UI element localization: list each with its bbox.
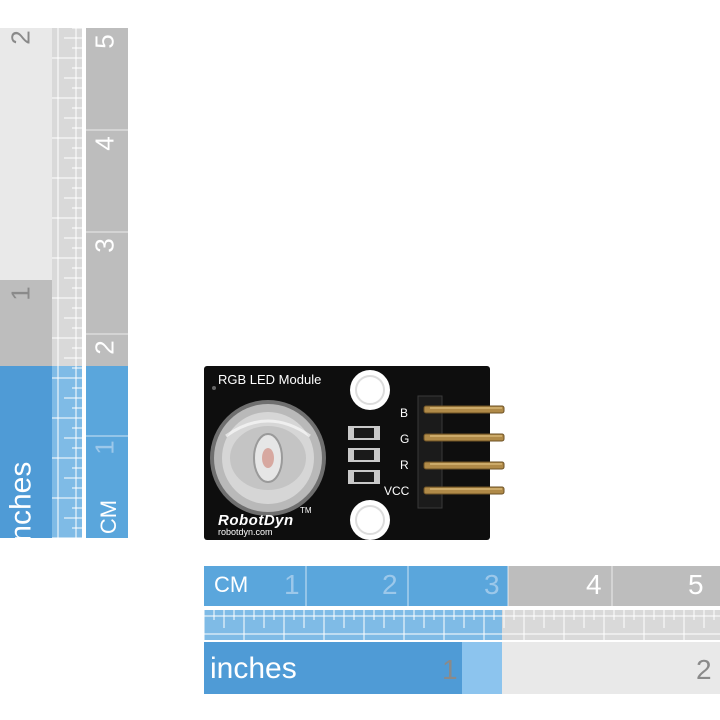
vertical-cm-dividers (86, 129, 128, 437)
horizontal-cm-number-2: 2 (382, 569, 398, 600)
vertical-tick-strip-gray (52, 28, 82, 366)
pin-label-b: B (400, 406, 409, 420)
horizontal-cm-number-3: 3 (484, 569, 500, 600)
vertical-inches-label: inches (4, 461, 38, 549)
horizontal-cm-number-1: 1 (284, 569, 300, 600)
vertical-ruler: inches 1 2 CM 1 2 3 4 5 (0, 28, 128, 548)
horizontal-inch-number-1: 1 (442, 654, 458, 685)
horizontal-cm-number-4: 4 (586, 569, 602, 600)
vertical-tick-strip-blue (52, 366, 82, 538)
vertical-cm-number-3: 3 (89, 238, 120, 253)
horizontal-cm-label: CM (214, 572, 249, 597)
horizontal-cm-strip-gray (508, 566, 720, 606)
pin-label-r: R (400, 458, 409, 472)
module-title: RGB LED Module (218, 372, 322, 387)
vertical-cm-strip-gray (86, 28, 128, 366)
vertical-cm-label: CM (96, 499, 122, 535)
horizontal-inches-strip-lightblue (462, 642, 502, 694)
vertical-cm-strip-blue (86, 366, 128, 538)
vertical-cm-number-2: 2 (89, 340, 120, 355)
vertical-cm-number-4: 4 (89, 136, 120, 151)
pin-label-g: G (400, 432, 410, 446)
vertical-inch-number-2: 2 (5, 30, 36, 45)
horizontal-inch-number-2: 2 (696, 654, 712, 685)
module-board-graphic (204, 366, 505, 540)
horizontal-cm-dividers (305, 566, 613, 606)
vertical-inches-strip-gray-dark (0, 280, 52, 366)
vertical-inches-strip-gray (0, 28, 52, 280)
horizontal-inches-strip-blue (204, 642, 462, 694)
horizontal-cm-strip-blue (204, 566, 508, 606)
vertical-cm-number-1: 1 (89, 440, 120, 455)
rgb-led-module: RGB LED Module B G R VCC RobotDyn TM rob… (204, 366, 508, 542)
horizontal-inches-label: inches (210, 652, 297, 685)
horizontal-inches-strip-gray (502, 642, 720, 694)
horizontal-cm-number-5: 5 (688, 569, 704, 600)
vertical-tick-marks (52, 28, 82, 538)
horizontal-tick-marks (204, 610, 720, 640)
vertical-inch-number-1: 1 (5, 286, 36, 301)
brand-logo: RobotDyn (218, 512, 294, 529)
vertical-cm-number-5: 5 (89, 34, 120, 49)
website-label: robotdyn.com (218, 527, 273, 537)
horizontal-ruler: CM 1 2 3 4 5 inches 1 2 (204, 566, 720, 694)
trademark-mark: TM (300, 506, 312, 515)
pin-label-vcc: VCC (384, 484, 410, 498)
vertical-inches-strip-blue (0, 366, 52, 538)
